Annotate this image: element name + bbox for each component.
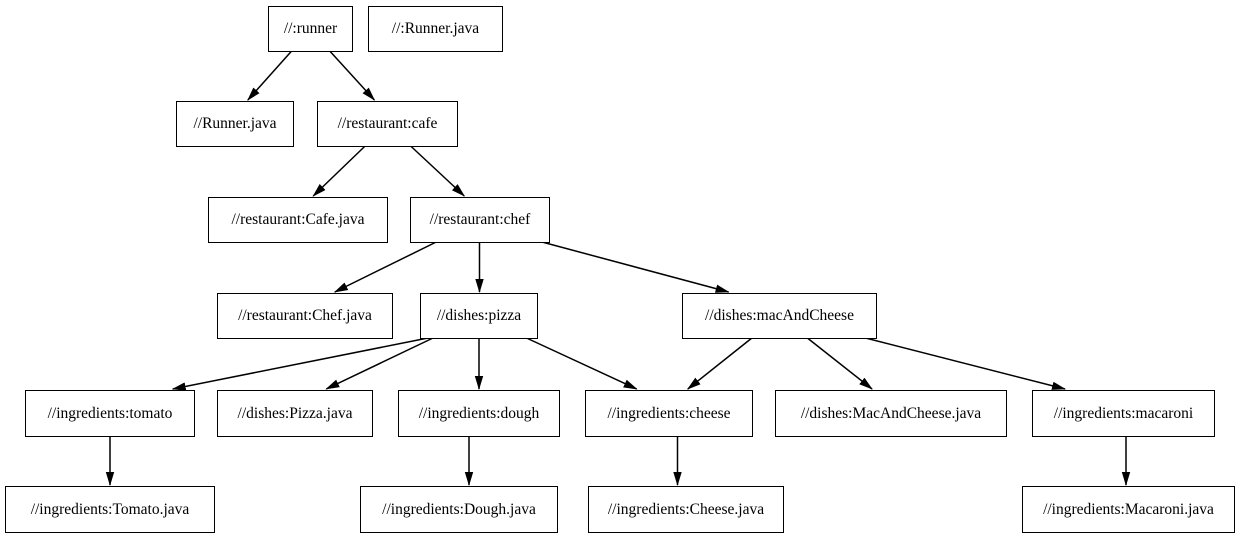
graph-node-chef: //restaurant:chef (410, 197, 550, 243)
graph-node-pizza: //dishes:pizza (420, 293, 538, 339)
graph-node-cheese: //ingredients:cheese (585, 390, 753, 437)
graph-node-runner_java: //Runner.java (176, 101, 294, 147)
graph-node-runner: //:runner (268, 6, 353, 52)
graph-node-macaroni_java: //ingredients:Macaroni.java (1022, 486, 1235, 533)
graph-edge-chef-to-chef_java (333, 241, 437, 293)
graph-node-macandcheese_java: //dishes:MacAndCheese.java (775, 390, 1007, 437)
graph-node-cafe: //restaurant:cafe (317, 101, 458, 147)
graph-edge-runner-to-cafe (329, 50, 376, 101)
graph-node-pizza_java: //dishes:Pizza.java (217, 390, 373, 437)
graph-node-cafe_java: //restaurant:Cafe.java (208, 197, 388, 243)
graph-edge-chef-to-macandcheese (541, 241, 730, 293)
graph-node-tomato_java: //ingredients:Tomato.java (5, 486, 215, 533)
graph-edge-runner-to-runner_java (247, 50, 293, 101)
graph-edge-cafe-to-chef (410, 145, 466, 197)
graph-edge-pizza-to-tomato (171, 337, 429, 391)
graph-edge-pizza-to-pizza_java (325, 337, 434, 390)
graph-node-chef_java: //restaurant:Chef.java (217, 293, 393, 339)
graph-edge-cafe-to-cafe_java (312, 145, 366, 197)
graph-edge-macandcheese-to-cheese (687, 337, 753, 390)
graph-edge-macandcheese-to-macandcheese_java (806, 337, 873, 390)
graph-node-tomato: //ingredients:tomato (25, 390, 195, 437)
graph-node-macaroni: //ingredients:macaroni (1032, 390, 1215, 437)
graph-edge-pizza-to-cheese (526, 337, 638, 390)
graph-edge-macandcheese-to-macaroni (865, 337, 1066, 390)
graph-node-dough_java: //ingredients:Dough.java (360, 486, 558, 533)
graph-node-macandcheese: //dishes:macAndCheese (682, 293, 877, 339)
graph-node-runner_java_root: //:Runner.java (368, 6, 503, 52)
graph-node-cheese_java: //ingredients:Cheese.java (588, 486, 784, 533)
graph-node-dough: //ingredients:dough (398, 390, 560, 437)
